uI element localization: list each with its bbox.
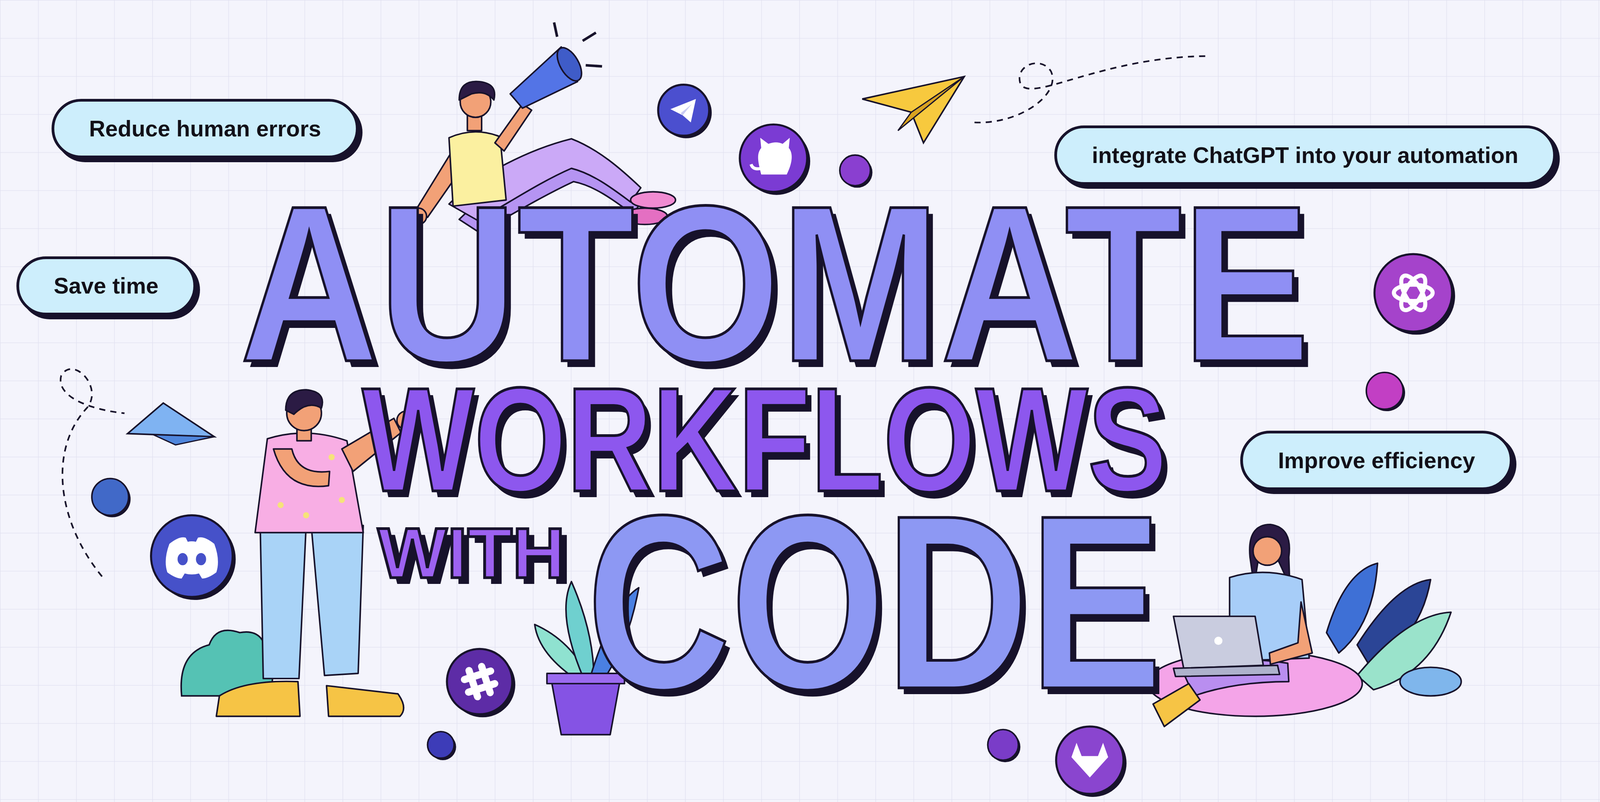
pill-text: Improve efficiency [1278,447,1476,474]
person-megaphone [553,22,602,67]
person-laptop [1214,636,1223,645]
slack-icon [446,648,513,714]
person-laptop [1400,666,1462,696]
headline-word-box: CODE [586,478,1163,726]
feature-pill: Improve efficiency [1240,430,1513,490]
flight-path [60,368,125,577]
paper-plane-yellow [898,76,965,131]
github-icon [751,164,762,169]
gitlab-icon [1056,726,1127,797]
discord-icon [151,514,233,597]
discord-icon [151,514,236,600]
slack-icon [457,659,502,704]
decor-dot [987,729,1019,760]
pill-text: Save time [53,272,159,299]
headline-word-box: WITH [377,517,566,589]
person-standing [311,525,364,676]
decor-dot [1366,372,1404,409]
headline-word-box: AUTOMATE [239,172,1311,395]
decor-dot [91,478,129,515]
person-laptop [1173,664,1280,677]
pill-text: integrate ChatGPT into your automation [1091,142,1519,168]
openai-icon [1374,253,1453,332]
person-standing [328,453,335,461]
person-standing [273,448,330,487]
paper-plane-blue [153,434,215,445]
telegram-icon [670,98,696,123]
openai-icon [1396,271,1431,314]
paper-plane-blue [127,402,215,445]
flight-path [974,56,1210,123]
openai-icon [1396,271,1431,314]
github-icon [758,137,792,175]
slack-icon [464,665,483,701]
person-laptop [1269,601,1313,664]
person-laptop [1148,524,1462,727]
discord-icon [177,552,188,565]
feature-pill: Save time [16,256,197,316]
person-megaphone [494,103,532,151]
pill-text: Reduce human errors [89,115,322,142]
decor-dot [427,731,455,758]
openai-icon [1393,284,1433,301]
telegram-icon [658,84,710,136]
person-standing [216,680,300,716]
person-megaphone [552,43,587,85]
discord-icon [196,552,207,565]
person-megaphone [459,81,495,100]
paper-plane-yellow [862,76,965,143]
person-standing [338,496,345,503]
person-laptop [1253,536,1282,565]
feature-pill: Reduce human errors [51,98,359,159]
paper-plane-blue [127,402,215,437]
person-standing [326,685,404,716]
gitlab-icon [1071,742,1109,778]
discord-icon [165,537,218,579]
person-standing [277,501,284,508]
paper-plane-yellow [862,76,965,143]
openai-icon [1374,253,1456,335]
headline-word: CODE [586,478,1163,726]
decor-dot [91,155,1406,762]
telegram-icon [680,103,692,116]
person-standing [260,525,307,679]
person-laptop [1173,616,1264,668]
slack-icon [446,648,516,717]
headline-word: WITH [377,517,566,589]
headline-word: AUTOMATE [239,172,1311,395]
slack-icon [476,661,495,697]
person-standing [303,512,310,519]
gitlab-icon [1056,726,1124,794]
telegram-icon [658,84,712,139]
